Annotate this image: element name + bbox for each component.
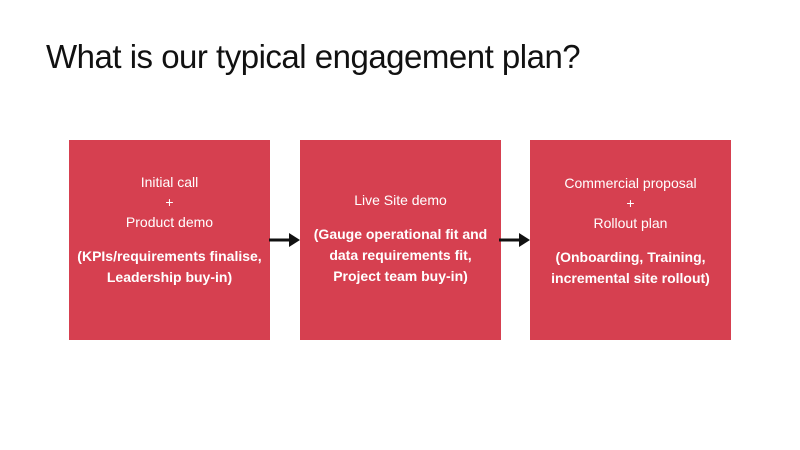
step-commercial-proposal-box: Commercial proposal + Rollout plan (Onbo… <box>530 140 731 340</box>
step-detail-line: Leadership buy-in) <box>106 269 233 285</box>
step-detail-line: data requirements fit, <box>329 246 472 263</box>
step-detail-line: (KPIs/requirements finalise, <box>77 248 262 264</box>
step-detail-line: Project team buy-in) <box>333 267 468 284</box>
step-detail-line: (Gauge operational fit and <box>313 225 488 242</box>
step-line: + <box>165 194 174 210</box>
step-detail-line: incremental site rollout) <box>551 270 710 286</box>
arrow-right-icon <box>269 233 300 247</box>
slide-title: What is our typical engagement plan? <box>46 38 581 75</box>
step-line: Product demo <box>125 214 214 230</box>
step-detail-line: (Onboarding, Training, <box>555 249 706 265</box>
step-live-site-demo-box: Live Site demo (Gauge operational fit an… <box>300 140 501 340</box>
arrow-right-icon <box>499 233 530 247</box>
step-line: Live Site demo <box>354 191 447 208</box>
step-line: + <box>626 195 635 211</box>
step-line: Rollout plan <box>593 215 668 231</box>
step-line: Initial call <box>140 174 199 190</box>
step-line: Commercial proposal <box>564 175 697 191</box>
step-initial-call-box: Initial call + Product demo (KPIs/requir… <box>69 140 270 340</box>
